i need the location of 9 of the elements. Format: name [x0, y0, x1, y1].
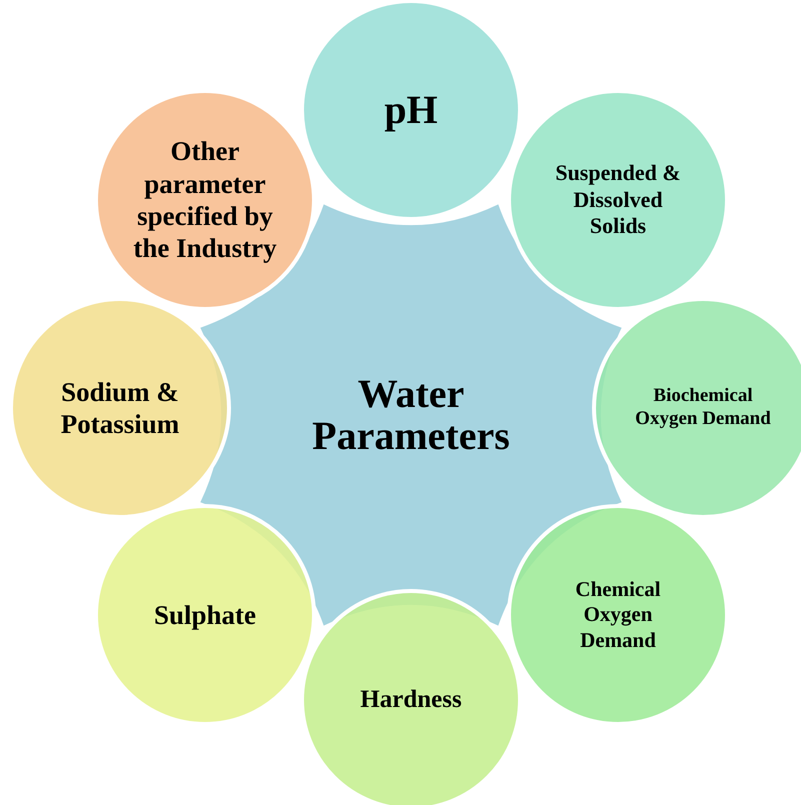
parameter-label: Other parameter specified by the Industry	[132, 135, 278, 265]
parameter-label: Suspended & Dissolved Solids	[554, 160, 682, 240]
center-title: Water Parameters	[311, 373, 511, 457]
parameter-label: Hardness	[359, 685, 463, 715]
parameter-label: pH	[383, 86, 439, 134]
parameter-label: Biochemical Oxygen Demand	[634, 385, 772, 431]
parameter-label: Chemical Oxygen Demand	[574, 577, 662, 653]
parameter-label: Sodium & Potassium	[60, 376, 180, 440]
parameter-label: Sulphate	[152, 598, 258, 632]
